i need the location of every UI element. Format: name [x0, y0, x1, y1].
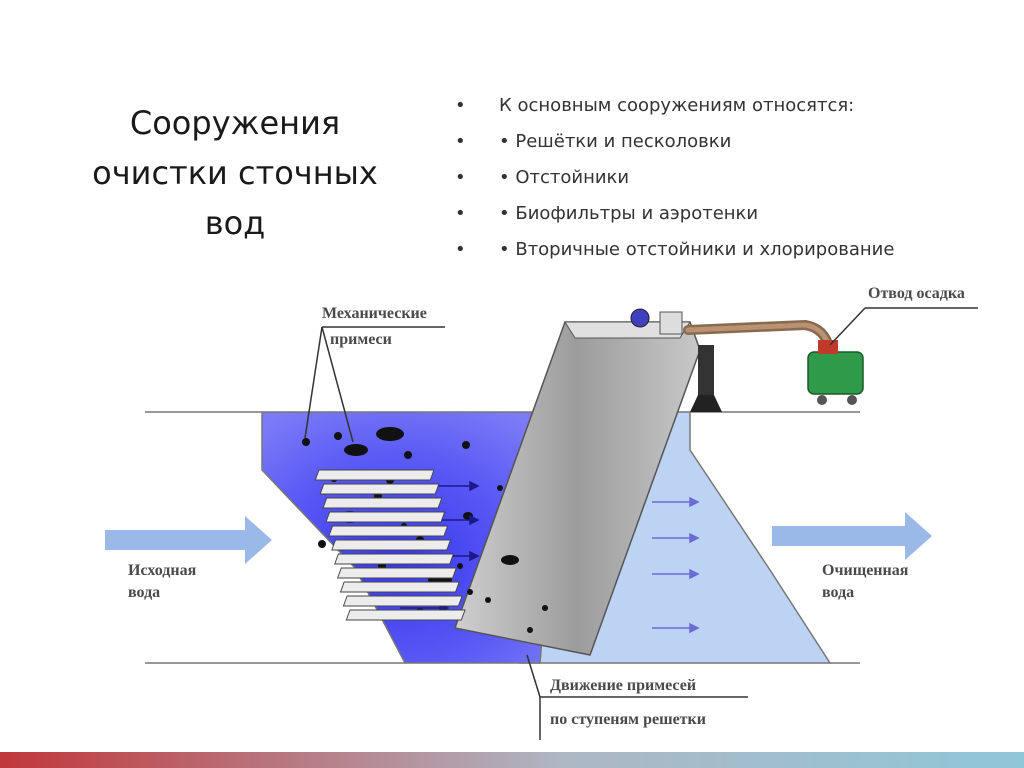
footer-gradient-bar	[0, 752, 1024, 768]
label-inlet-2: вода	[128, 584, 160, 601]
grate-screen	[314, 308, 722, 656]
bullet-dot: •	[455, 203, 466, 224]
inlet-arrow-icon	[105, 516, 272, 564]
slide-title: Сооружения очистки сточных вод	[60, 98, 410, 248]
label-mechanical-2: примеси	[330, 331, 392, 348]
bullet-item: • • Отстойники	[455, 160, 1015, 196]
label-inlet-1: Исходная	[128, 562, 197, 579]
title-line-1: Сооружения	[129, 104, 341, 142]
label-outlet-1: Очищенная	[822, 562, 909, 579]
label-mechanical-1: Механические	[322, 305, 427, 322]
flow-arrows-clean	[652, 496, 700, 634]
screen-diagram: Механические примеси Отвод осадка Исходн…	[105, 285, 978, 740]
sludge-container	[807, 340, 864, 405]
bullet-text: • Вторичные отстойники и хлорирование	[499, 239, 895, 260]
bullet-item: • • Биофильтры и аэротенки	[455, 196, 1015, 232]
bullet-dot: •	[455, 131, 466, 152]
leader-lines	[304, 307, 978, 740]
bullet-dot: •	[455, 239, 466, 260]
label-outlet-2: вода	[822, 584, 854, 601]
bullet-text: К основным сооружениям относятся:	[499, 95, 855, 116]
label-movement-2: по ступеням решетки	[550, 711, 706, 728]
bullet-dot: •	[455, 95, 466, 116]
title-line-2: очистки сточных	[92, 154, 378, 192]
title-line-3: вод	[204, 204, 266, 242]
bullet-list: • К основным сооружениям относятся: • • Ре…	[455, 88, 1015, 268]
bullet-dot: •	[455, 167, 466, 188]
outlet-arrow-icon	[772, 512, 932, 560]
bullet-text: • Биофильтры и аэротенки	[499, 203, 759, 224]
bullet-text: • Решётки и песколовки	[499, 131, 732, 152]
label-movement-1: Движение примесей	[550, 677, 696, 694]
label-sludge: Отвод осадка	[868, 285, 965, 302]
bullet-item: • • Вторичные отстойники и хлорирование	[455, 232, 1015, 268]
bullet-item: • К основным сооружениям относятся:	[455, 88, 1015, 124]
bullet-text: • Отстойники	[499, 167, 630, 188]
bullet-item: • • Решётки и песколовки	[455, 124, 1015, 160]
